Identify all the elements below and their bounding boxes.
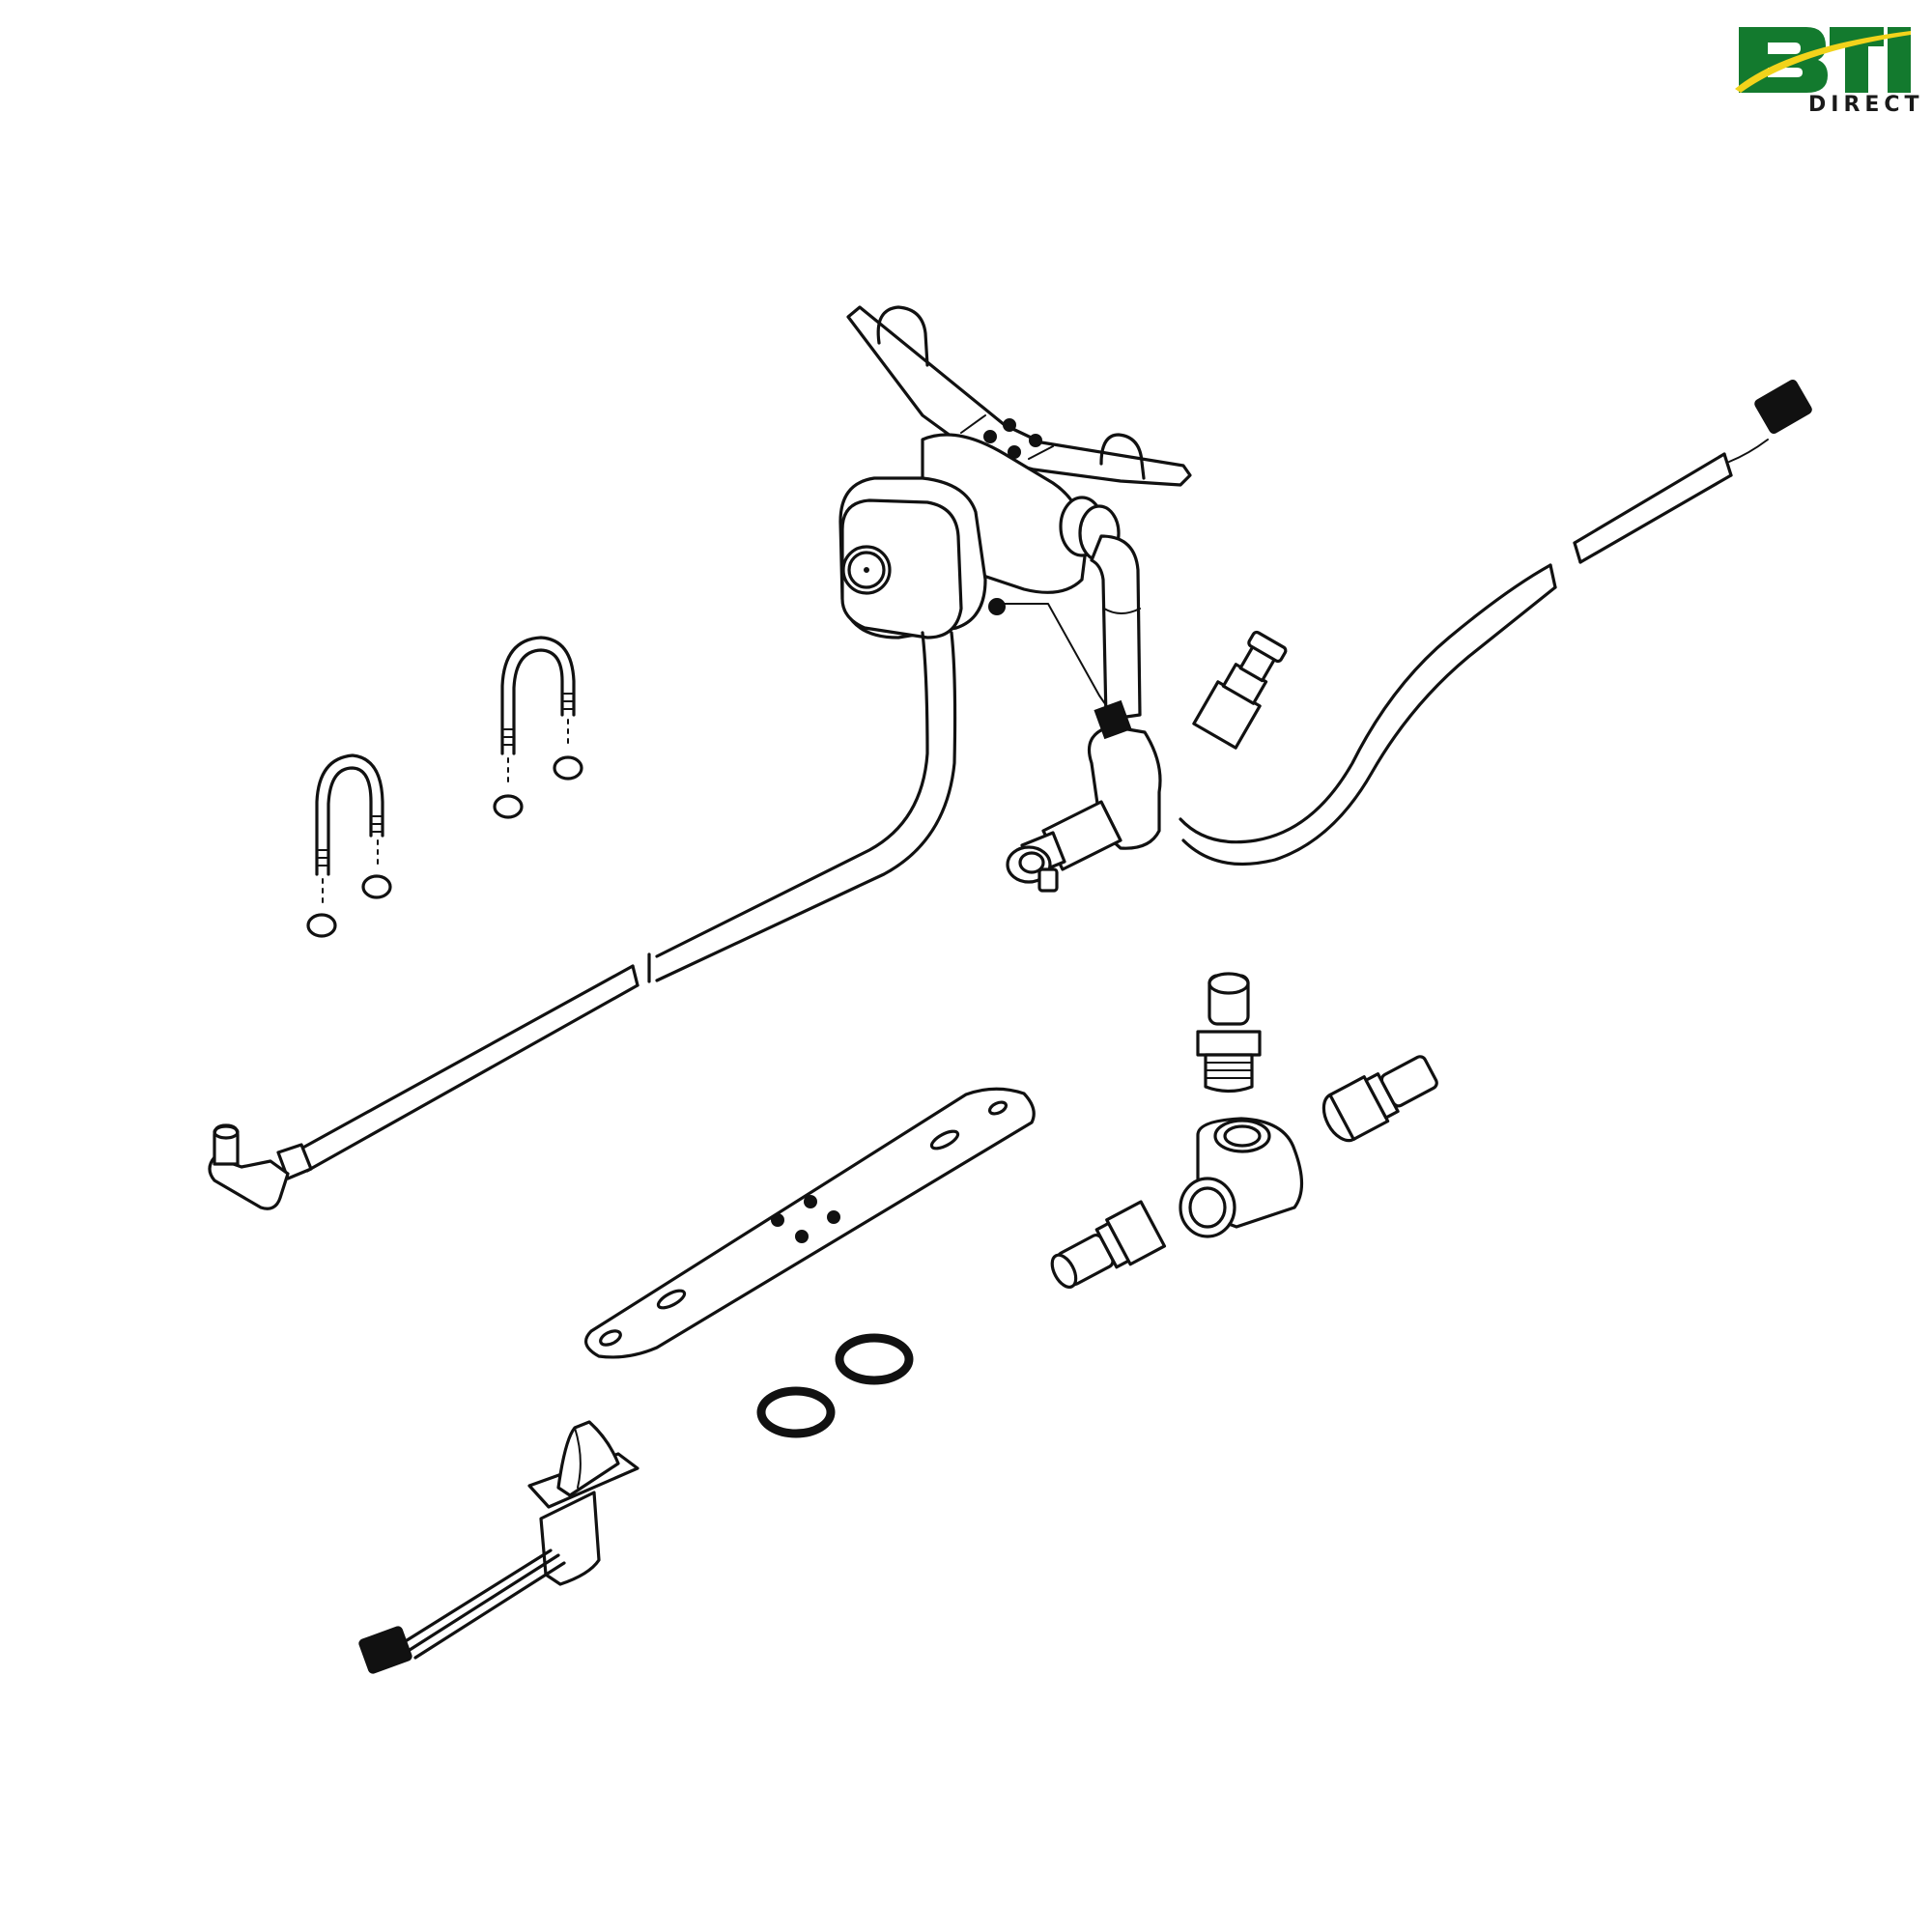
nut-icon <box>306 913 337 938</box>
u-bolt-1[interactable] <box>306 753 392 938</box>
u-bolt-1-threads <box>318 815 384 867</box>
u-bolt-1-axis <box>322 839 379 904</box>
valve-outlet-pipe <box>1090 534 1142 722</box>
elbow-stub-opening <box>213 1124 240 1140</box>
hose-left-lower-edge-a <box>298 964 635 1151</box>
bracket-bolt-hole <box>804 1195 817 1208</box>
harness-connector <box>1754 380 1812 434</box>
u-bolt-2-inner <box>512 648 564 755</box>
sensor-connector <box>1094 699 1132 740</box>
bti-logo-icon <box>1735 27 1911 93</box>
strap-hook-left <box>876 305 929 367</box>
motor-housing-front <box>840 498 963 639</box>
hose-right-end <box>1722 452 1733 477</box>
motor-fastener <box>988 598 1006 615</box>
u-bolt-2-axis <box>507 719 569 785</box>
hose-right-outer-edge-a <box>1573 452 1726 545</box>
u-bolt-1-inner <box>327 766 373 876</box>
pressure-sensor <box>1192 630 1288 750</box>
barb-tip <box>1208 972 1250 995</box>
u-bolt-1-outer <box>315 753 384 876</box>
pump-assembly[interactable] <box>838 305 1292 893</box>
barb-thread <box>1105 1200 1167 1266</box>
elbow-stub <box>213 1123 240 1166</box>
switch-body <box>539 1491 601 1586</box>
u-bolt-2-outer <box>500 636 576 755</box>
switch-wires <box>402 1548 566 1660</box>
hose-right[interactable] <box>1179 380 1812 867</box>
hose-left-upper-edge-a <box>655 631 929 958</box>
mounting-bracket[interactable] <box>583 1087 1036 1359</box>
sensor-wire <box>1004 603 1114 716</box>
tee-fitting[interactable] <box>1179 1117 1304 1238</box>
motor-gear-center <box>864 567 869 573</box>
motor-gear-inner <box>847 551 886 589</box>
hose-barb-vertical[interactable] <box>1196 972 1262 1094</box>
o-ring-1[interactable] <box>835 1333 914 1385</box>
o-ring-2[interactable] <box>756 1386 836 1438</box>
bracket-hole <box>987 1100 1009 1116</box>
barb-hex <box>1196 1030 1262 1057</box>
hose-left-upper-edge-b <box>655 631 957 982</box>
nut-icon <box>361 874 392 899</box>
nut-icon <box>493 794 524 819</box>
bracket-bolt-hole <box>827 1210 840 1224</box>
bracket-slot <box>656 1289 687 1310</box>
bracket-hole <box>599 1329 622 1347</box>
strap-hook-right <box>1099 433 1146 480</box>
hose-barb-right[interactable] <box>1317 1048 1442 1147</box>
nut-icon <box>553 755 583 781</box>
rocker-paddle <box>556 1420 620 1497</box>
hose-barb-left[interactable] <box>1043 1200 1167 1297</box>
tee-top-opening <box>1223 1124 1262 1148</box>
hose-right-edge-b <box>1181 585 1557 867</box>
mounting-strap <box>846 305 1192 487</box>
harness-wire <box>1728 439 1769 463</box>
brand-subtitle: DIRECT <box>1808 93 1924 117</box>
elbow-fitting <box>208 1155 290 1210</box>
bracket-slot <box>929 1129 960 1151</box>
hose-right-break-a <box>1548 563 1557 589</box>
hose-right-edge-a <box>1179 563 1552 844</box>
bracket-plate <box>583 1087 1036 1359</box>
brand-logo <box>1729 17 1922 124</box>
strap-bolts <box>983 418 1042 459</box>
rocker-ridge <box>574 1427 582 1489</box>
hose-right-break-b <box>1573 541 1582 564</box>
bracket-bolt-hole <box>795 1230 809 1243</box>
hose-left[interactable] <box>208 631 957 1210</box>
switch-connector <box>358 1626 412 1674</box>
motor-gear-icon <box>841 545 892 595</box>
quick-coupler <box>1006 800 1122 893</box>
bracket-bolt-hole <box>771 1213 784 1227</box>
rocker-switch[interactable] <box>358 1420 639 1674</box>
pipe-collar <box>1103 608 1141 614</box>
barb-stem <box>1379 1055 1438 1108</box>
hose-left-break-b <box>631 964 639 987</box>
barb-thread <box>1204 1053 1254 1094</box>
strap-bend-lines <box>960 414 1054 460</box>
barb-thread-lines <box>1205 1062 1253 1079</box>
hose-right-outer-edge-b <box>1578 473 1733 564</box>
u-bolt-2[interactable] <box>493 636 583 819</box>
tee-front-opening <box>1188 1186 1227 1229</box>
hose-left-lower-edge-b <box>305 983 639 1173</box>
u-bolt-2-threads <box>503 693 575 746</box>
barb-tip <box>1050 1253 1078 1289</box>
